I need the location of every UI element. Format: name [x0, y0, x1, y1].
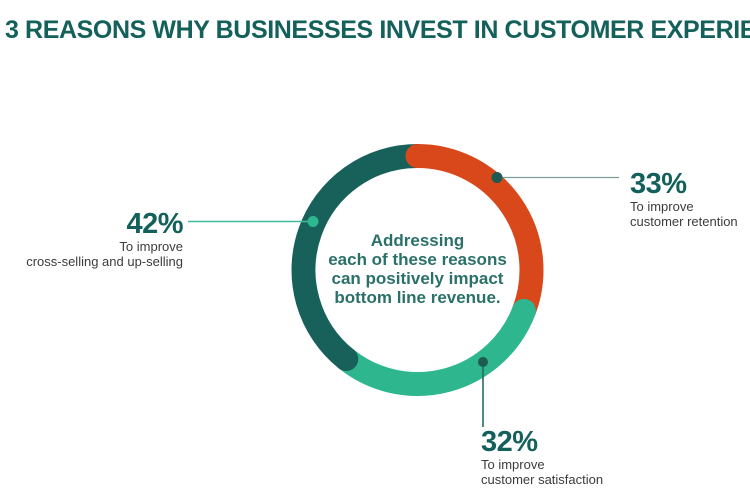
callout-satisfaction-pct: 32% [481, 426, 538, 458]
center-note-line: each of these reasons [328, 250, 507, 269]
callout-retention: 33% To improve customer retention [630, 168, 738, 230]
donut-ring [291, 144, 544, 396]
donut-segment [417, 144, 544, 316]
callout-satisfaction-label-line2: customer satisfaction [481, 472, 604, 487]
page-title: 3 REASONS WHY BUSINESSES INVEST IN CUSTO… [5, 16, 750, 44]
callout-leader-cross-selling [188, 216, 319, 227]
callout-satisfaction-label-line1: To improve [481, 457, 545, 472]
donut-segment-cap [405, 144, 430, 168]
donut-segment [291, 144, 418, 369]
callout-leader-retention [491, 172, 619, 183]
callout-cross-selling-label-line2: cross-selling and up-selling [26, 254, 183, 269]
callout-satisfaction-label: To improve customer satisfaction [481, 457, 603, 487]
donut-segment-cap [334, 346, 359, 371]
leader-dot-satisfaction [478, 357, 488, 367]
donut-segment-cap [511, 298, 536, 323]
callout-leader-satisfaction [478, 357, 488, 427]
callout-retention-label: To improve customer retention [630, 199, 738, 229]
callout-retention-label-line2: customer retention [630, 214, 738, 229]
callout-cross-selling-label-line1: To improve [119, 239, 183, 254]
center-note-line: Addressing [370, 231, 465, 250]
leader-dot-retention [491, 172, 503, 183]
callout-cross-selling: 42% To improve cross-selling and up-sell… [26, 208, 183, 270]
callout-cross-selling-pct: 42% [126, 208, 183, 240]
leader-dot-cross-selling [307, 216, 319, 227]
donut-segment [338, 306, 536, 396]
center-note-line: can positively impact [331, 269, 504, 288]
callout-satisfaction: 32% To improve customer satisfaction [481, 426, 603, 488]
callout-cross-selling-label: To improve cross-selling and up-selling [26, 239, 183, 269]
callout-retention-pct: 33% [630, 168, 687, 200]
callout-retention-label-line1: To improve [630, 199, 694, 214]
center-note-line: bottom line revenue. [334, 288, 501, 307]
donut-center-note: Addressing each of these reasons can pos… [292, 231, 543, 307]
